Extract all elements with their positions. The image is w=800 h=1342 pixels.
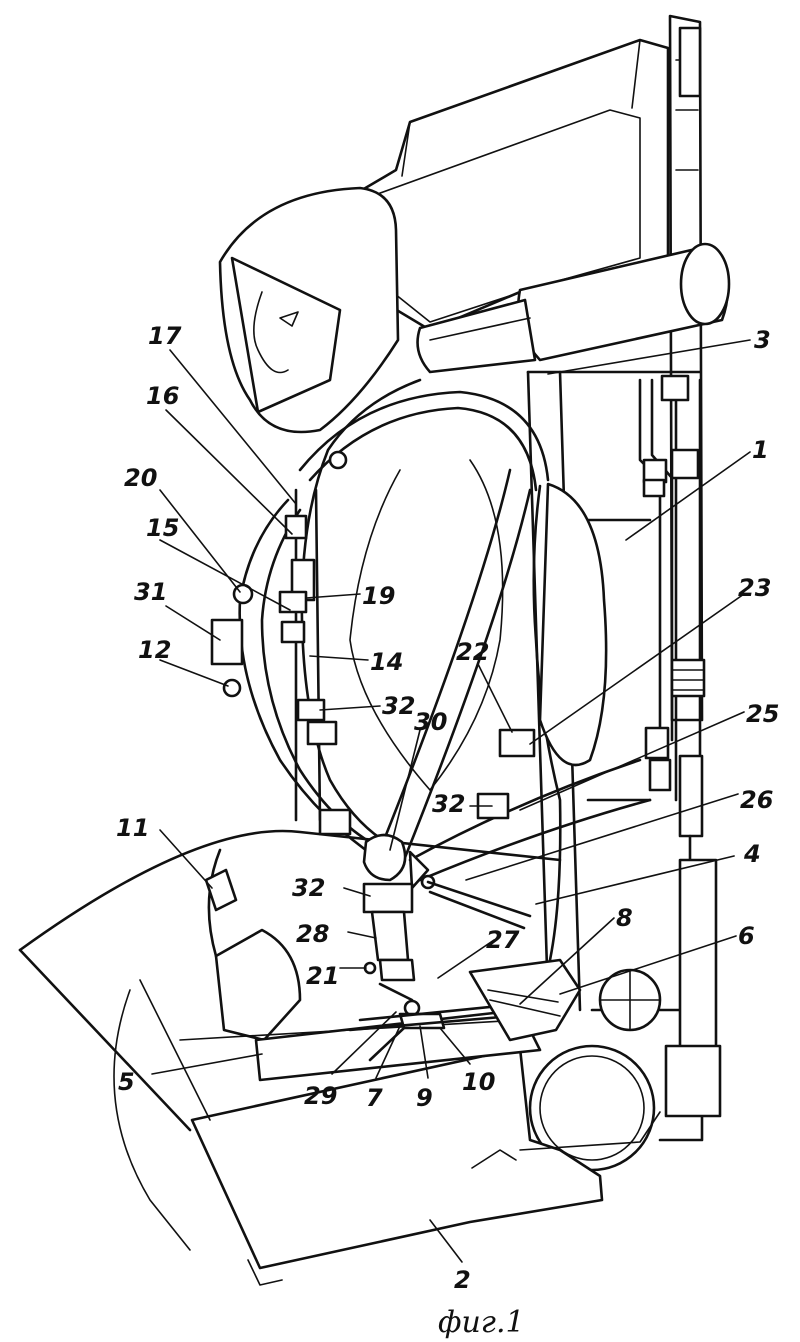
label-32-b: 32 — [432, 790, 465, 818]
label-3: 3 — [754, 326, 771, 354]
label-15: 15 — [146, 514, 179, 542]
label-9: 9 — [416, 1084, 433, 1112]
label-28: 28 — [296, 920, 329, 948]
label-12: 12 — [138, 636, 171, 664]
label-11: 11 — [116, 814, 149, 842]
label-10: 10 — [462, 1068, 495, 1096]
label-6: 6 — [738, 922, 755, 950]
label-20: 20 — [124, 464, 157, 492]
label-4: 4 — [743, 840, 761, 868]
helmet — [220, 188, 398, 432]
arm — [410, 484, 650, 880]
label-32-c: 32 — [292, 874, 325, 902]
label-19: 19 — [362, 582, 395, 610]
label-30: 30 — [414, 708, 447, 736]
label-31: 31 — [134, 578, 167, 606]
label-1: 1 — [752, 436, 769, 464]
label-17: 17 — [148, 322, 182, 350]
label-23: 23 — [738, 574, 771, 602]
round-fitting — [600, 970, 660, 1030]
label-32-a: 32 — [382, 692, 415, 720]
label-16: 16 — [146, 382, 179, 410]
label-26: 26 — [740, 786, 773, 814]
label-5: 5 — [118, 1068, 135, 1096]
figure-caption: фиг.1 — [438, 1305, 525, 1340]
label-14: 14 — [370, 648, 403, 676]
label-2: 2 — [454, 1266, 471, 1294]
label-25: 25 — [746, 700, 779, 728]
label-22: 22 — [456, 638, 489, 666]
label-8: 8 — [616, 904, 633, 932]
label-27: 27 — [486, 926, 520, 954]
label-29: 29 — [304, 1082, 337, 1110]
label-7: 7 — [366, 1084, 383, 1112]
label-21: 21 — [306, 962, 339, 990]
